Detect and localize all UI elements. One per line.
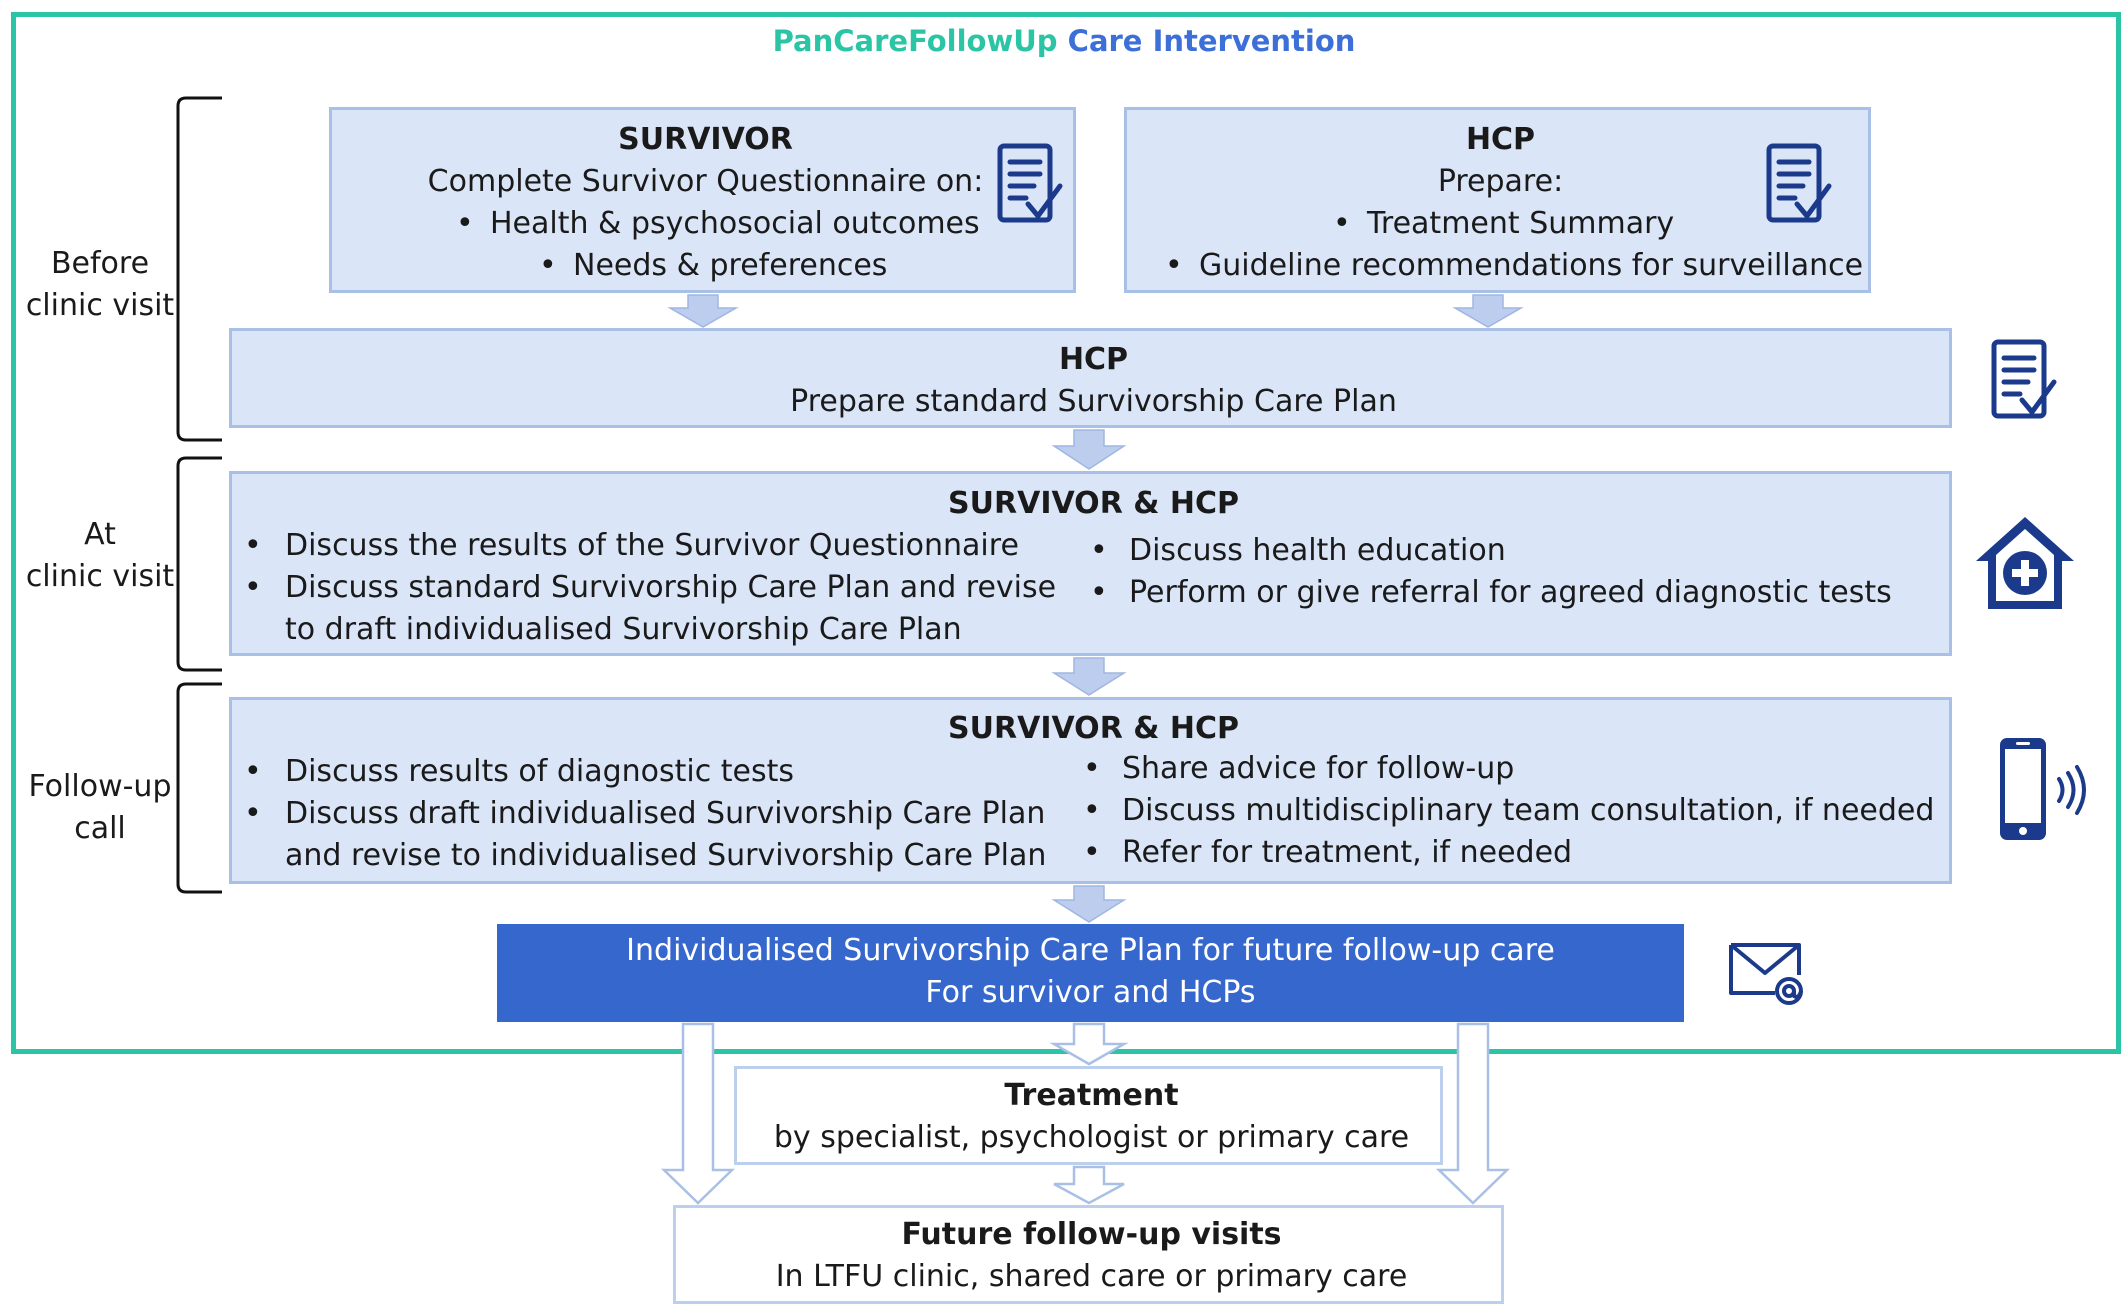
clinic-heading: SURVIVOR & HCP xyxy=(948,486,1239,521)
call-heading: SURVIVOR & HCP xyxy=(948,711,1239,746)
hcp-plan-heading: HCP xyxy=(1058,342,1129,377)
arrow-down xyxy=(1051,885,1127,923)
survivor-box: SURVIVOR Complete Survivor Questionnaire… xyxy=(329,107,1076,293)
arrow-down xyxy=(1049,1022,1129,1066)
clinic-left-bullet-2-line2: to draft individualised Survivorship Car… xyxy=(285,612,962,647)
bullet-dot: • xyxy=(1090,575,1108,610)
home-health-icon xyxy=(1976,517,2074,609)
stage-before-line2: clinic visit xyxy=(25,288,175,323)
title-part-1: PanCareFollowUp xyxy=(772,24,1058,58)
email-icon xyxy=(1729,943,1803,1005)
arrow-down xyxy=(1452,294,1524,328)
stage-at-line2: clinic visit xyxy=(25,559,175,594)
survivor-heading: SURVIVOR xyxy=(618,122,793,157)
arrow-down xyxy=(660,1022,736,1205)
clinic-left-bullet-2-line1: Discuss standard Survivorship Care Plan … xyxy=(285,570,1057,605)
bullet-dot: • xyxy=(244,754,262,789)
outcome-line-1: Individualised Survivorship Care Plan fo… xyxy=(626,933,1555,968)
arrow-down xyxy=(1051,657,1127,696)
bullet-dot: • xyxy=(1083,793,1101,828)
hcp-plan-line: Prepare standard Survivorship Care Plan xyxy=(790,384,1397,419)
call-left-bullet-2-line1: Discuss draft individualised Survivorshi… xyxy=(285,796,1046,831)
checklist-icon xyxy=(1766,143,1832,223)
survivor-bullet-2: Needs & preferences xyxy=(573,248,888,283)
bullet-dot: • xyxy=(244,528,262,563)
future-line: In LTFU clinic, shared care or primary c… xyxy=(775,1259,1408,1294)
page-title: PanCareFollowUp Care Intervention xyxy=(0,24,2128,58)
arrow-down xyxy=(667,294,739,328)
outcome-line-2: For survivor and HCPs xyxy=(925,975,1256,1010)
stage-label-followup: Follow-up call xyxy=(15,766,185,850)
hcp-plan-box: HCP Prepare standard Survivorship Care P… xyxy=(229,328,1952,428)
title-part-2: Care Intervention xyxy=(1067,24,1356,58)
bullet-dot: • xyxy=(1090,533,1108,568)
followup-call-box: SURVIVOR & HCP • Discuss results of diag… xyxy=(229,697,1952,884)
call-left-bullet-1: Discuss results of diagnostic tests xyxy=(285,754,795,789)
checklist-icon xyxy=(1991,339,2057,419)
stage-followup-line2: call xyxy=(74,811,126,846)
hcp-bullet-2: Guideline recommendations for surveillan… xyxy=(1199,248,1864,283)
stage-at-line1: At xyxy=(84,517,116,552)
stage-label-before: Before clinic visit xyxy=(15,243,185,327)
phone-icon xyxy=(2000,738,2086,840)
hcp-bullet-1: Treatment Summary xyxy=(1367,206,1675,241)
arrow-down xyxy=(1053,1165,1125,1205)
outcome-box: Individualised Survivorship Care Plan fo… xyxy=(497,924,1684,1022)
arrow-down xyxy=(1435,1022,1511,1205)
checklist-icon xyxy=(997,143,1063,223)
call-right-bullet-1: Share advice for follow-up xyxy=(1122,751,1515,786)
hcp-line: Prepare: xyxy=(1437,164,1564,199)
clinic-right-bullet-2: Perform or give referral for agreed diag… xyxy=(1129,575,1892,610)
call-right-bullet-3: Refer for treatment, if needed xyxy=(1122,835,1573,870)
arrow-down xyxy=(1051,429,1127,470)
bullet-dot: • xyxy=(244,796,262,831)
survivor-bullet-1: Health & psychosocial outcomes xyxy=(490,206,980,241)
treatment-box: Treatment by specialist, psychologist or… xyxy=(734,1066,1443,1165)
clinic-visit-box: SURVIVOR & HCP • Discuss the results of … xyxy=(229,471,1952,656)
stage-label-at: At clinic visit xyxy=(15,514,185,598)
bullet-dot: • xyxy=(539,248,557,283)
hcp-box: HCP Prepare: • Treatment Summary • Guide… xyxy=(1124,107,1871,293)
bullet-dot: • xyxy=(456,206,474,241)
stage-followup-line1: Follow-up xyxy=(28,769,172,804)
bullet-dot: • xyxy=(1333,206,1351,241)
hcp-heading: HCP xyxy=(1465,122,1536,157)
bullet-dot: • xyxy=(1083,751,1101,786)
future-heading: Future follow-up visits xyxy=(901,1217,1282,1252)
clinic-right-bullet-1: Discuss health education xyxy=(1129,533,1506,568)
future-followup-box: Future follow-up visits In LTFU clinic, … xyxy=(673,1205,1504,1304)
call-right-bullet-2: Discuss multidisciplinary team consultat… xyxy=(1122,793,1935,828)
survivor-line: Complete Survivor Questionnaire on: xyxy=(427,164,984,199)
clinic-left-bullet-1: Discuss the results of the Survivor Ques… xyxy=(285,528,1019,563)
stage-before-line1: Before xyxy=(50,246,150,281)
treatment-line: by specialist, psychologist or primary c… xyxy=(773,1120,1410,1155)
bullet-dot: • xyxy=(1165,248,1183,283)
call-left-bullet-2-line2: and revise to individualised Survivorshi… xyxy=(285,838,1047,873)
bullet-dot: • xyxy=(1083,835,1101,870)
treatment-heading: Treatment xyxy=(1004,1078,1179,1113)
bullet-dot: • xyxy=(244,570,262,605)
